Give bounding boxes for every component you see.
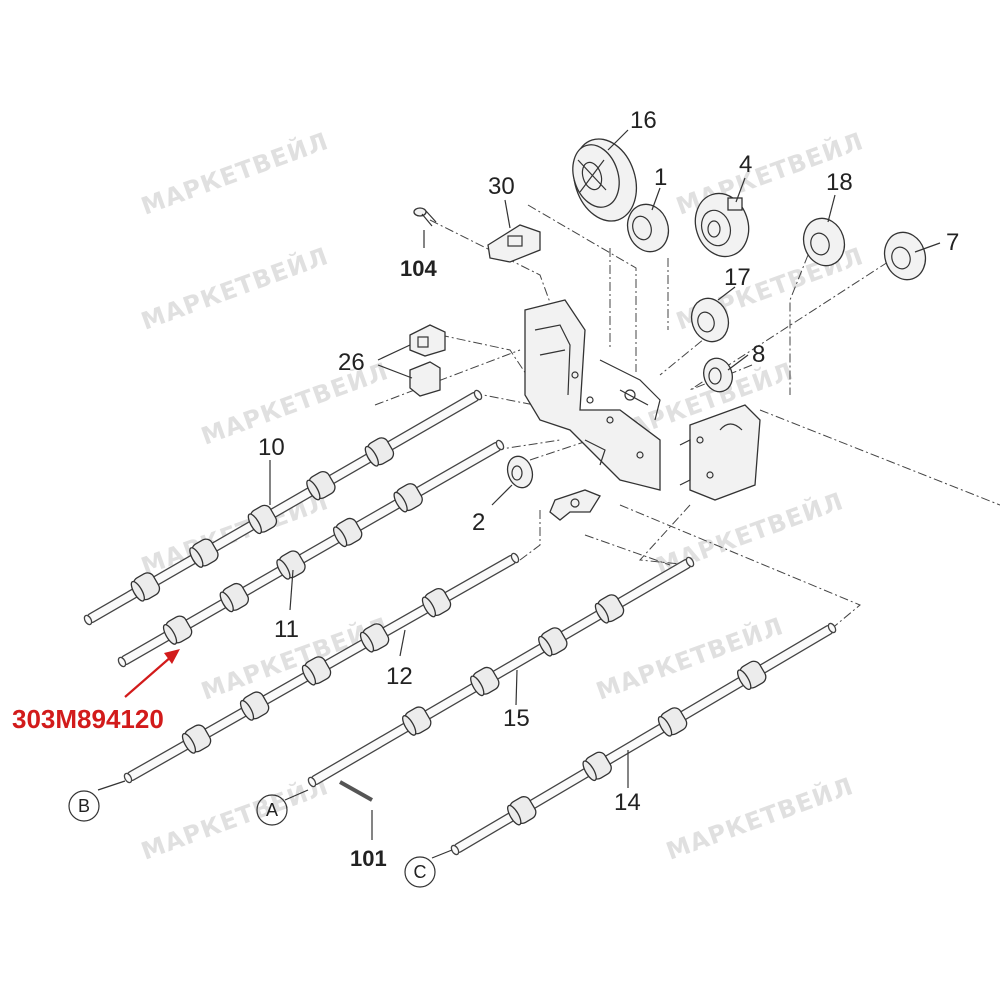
roller-face bbox=[306, 479, 321, 501]
clutch-4 bbox=[694, 192, 750, 258]
shaft-end bbox=[473, 389, 483, 401]
shaft-10 bbox=[83, 389, 483, 626]
roller-face bbox=[189, 547, 204, 568]
bushing-17 bbox=[690, 297, 730, 343]
watermark: МАРКЕТВЕЙЛ bbox=[592, 611, 787, 706]
shaft-11 bbox=[117, 439, 505, 668]
right-bracket bbox=[679, 404, 761, 501]
shaft-end bbox=[83, 614, 93, 626]
callout-4: 4 bbox=[739, 151, 752, 178]
callout-17: 17 bbox=[724, 264, 751, 291]
roller-face bbox=[737, 669, 752, 691]
pin-101 bbox=[339, 780, 373, 840]
callout-11: 11 bbox=[274, 616, 299, 643]
callout-30: 30 bbox=[488, 173, 515, 200]
watermark: МАРКЕТВЕЙЛ bbox=[137, 126, 332, 221]
callout-2: 2 bbox=[472, 509, 485, 536]
highlight-arrow-line bbox=[124, 655, 173, 698]
watermark: МАРКЕТВЕЙЛ bbox=[662, 771, 857, 866]
roller-face bbox=[657, 715, 673, 737]
callout-15: 15 bbox=[503, 705, 530, 732]
gear-8 bbox=[703, 357, 733, 393]
callout-10: 10 bbox=[258, 434, 285, 461]
part-highlight: 303M894120 bbox=[12, 649, 180, 734]
callout-26: 26 bbox=[338, 349, 365, 376]
callouts: 16 1 4 30 18 7 104 17 26 8 10 2 11 12 15… bbox=[258, 107, 959, 871]
roller-face bbox=[181, 732, 197, 754]
connector-b: B bbox=[78, 796, 90, 816]
sensor-30 bbox=[487, 224, 541, 263]
assembly-lines bbox=[374, 204, 1000, 631]
roller-face bbox=[364, 445, 379, 467]
roller-face bbox=[421, 596, 437, 618]
roller-face bbox=[594, 602, 610, 624]
roller-face bbox=[538, 635, 553, 657]
callout-104: 104 bbox=[400, 256, 437, 281]
shaft-end bbox=[685, 556, 695, 568]
gear-7 bbox=[883, 231, 927, 281]
callout-7: 7 bbox=[946, 229, 959, 256]
shaft-end bbox=[510, 552, 520, 564]
lever-part bbox=[549, 489, 601, 521]
roller-face bbox=[359, 631, 375, 653]
roller-face bbox=[130, 580, 145, 602]
roller-face bbox=[219, 591, 234, 613]
shaft-12 bbox=[123, 552, 520, 784]
roller-face bbox=[332, 526, 348, 548]
callout-18: 18 bbox=[826, 169, 853, 196]
callout-1: 1 bbox=[654, 164, 667, 191]
frame-chassis bbox=[524, 299, 661, 491]
shaft-15 bbox=[307, 556, 695, 788]
roller-face bbox=[276, 558, 291, 580]
callout-14: 14 bbox=[614, 789, 641, 816]
gear-16 bbox=[572, 138, 637, 222]
shaft-14 bbox=[450, 622, 837, 856]
shaft-end bbox=[827, 622, 837, 634]
shaft-end bbox=[123, 772, 133, 784]
callout-101: 101 bbox=[350, 846, 387, 871]
shaft-end bbox=[495, 439, 505, 451]
roller-shafts bbox=[83, 389, 837, 856]
screw-104 bbox=[413, 207, 437, 248]
roller-face bbox=[507, 804, 522, 826]
leader-lines bbox=[97, 129, 941, 859]
connector-a: A bbox=[266, 800, 278, 820]
watermark: МАРКЕТВЕЙЛ bbox=[137, 241, 332, 336]
roller-face bbox=[470, 675, 485, 697]
sensor-26 bbox=[409, 324, 446, 397]
roller-face bbox=[162, 624, 178, 645]
roller-face bbox=[582, 760, 597, 782]
connector-markers: B A C bbox=[68, 790, 436, 888]
bushing-1 bbox=[626, 203, 670, 253]
roller-face bbox=[393, 491, 408, 513]
callout-8: 8 bbox=[752, 341, 765, 368]
shaft-end bbox=[450, 844, 460, 856]
callout-16: 16 bbox=[630, 107, 657, 134]
gear-18 bbox=[802, 217, 846, 267]
roller-face bbox=[301, 664, 317, 686]
watermark: МАРКЕТВЕЙЛ bbox=[137, 771, 332, 866]
connector-c: C bbox=[414, 862, 427, 882]
shaft-end bbox=[117, 656, 127, 668]
roller-face bbox=[239, 699, 255, 721]
part-number-label: 303M894120 bbox=[12, 704, 164, 734]
callout-12: 12 bbox=[386, 663, 413, 690]
roller-face bbox=[247, 513, 262, 535]
roller-face bbox=[402, 715, 417, 736]
shaft-end bbox=[307, 776, 317, 788]
bearing-2 bbox=[506, 455, 534, 489]
highlight-arrow-head bbox=[164, 649, 180, 664]
